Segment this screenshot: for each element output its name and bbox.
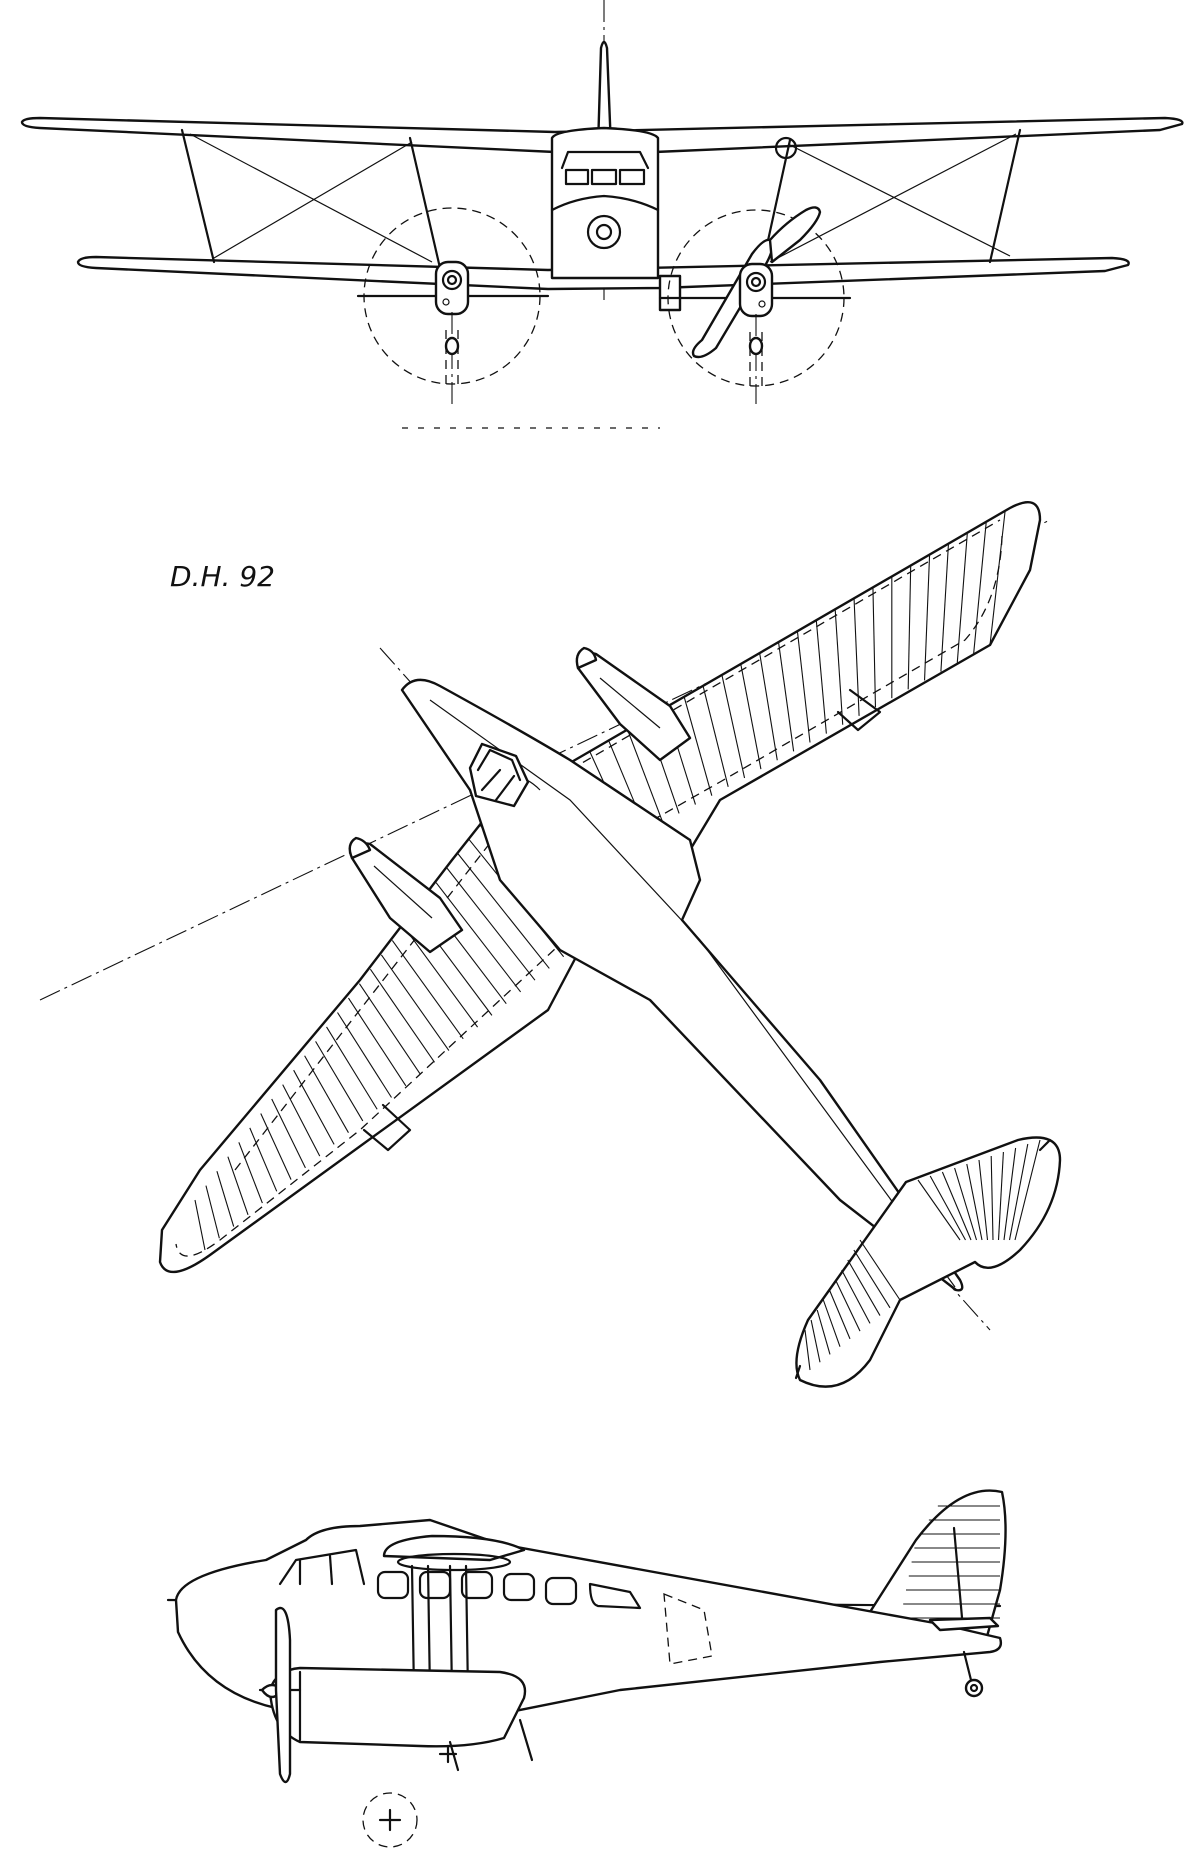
hatch-line bbox=[260, 1113, 292, 1180]
plan-view-left-nacelle bbox=[348, 836, 464, 954]
hatch-line bbox=[990, 1155, 994, 1241]
hatch-line bbox=[815, 621, 827, 734]
hatch-line bbox=[435, 882, 522, 993]
hatch-line bbox=[816, 1309, 831, 1355]
hatch-line bbox=[315, 1041, 364, 1122]
hatch-line bbox=[941, 1171, 972, 1241]
front-view-struts bbox=[180, 128, 1022, 270]
hatch-line bbox=[804, 1329, 811, 1371]
hatch-line bbox=[940, 544, 949, 672]
hatch-line bbox=[457, 853, 550, 969]
hatch-line bbox=[810, 1319, 821, 1363]
hatch-line bbox=[304, 1055, 349, 1133]
plan-view bbox=[39, 500, 1062, 1388]
hatch-line bbox=[796, 631, 811, 743]
hatch-line bbox=[358, 983, 421, 1075]
plan-view-cockpit bbox=[468, 742, 530, 808]
hatch-line bbox=[834, 610, 844, 725]
hatch-line bbox=[702, 686, 729, 787]
hatch-line bbox=[721, 675, 746, 779]
plan-view-tailplane bbox=[795, 1136, 1062, 1388]
hatch-line bbox=[835, 1279, 861, 1332]
hatch-line bbox=[973, 522, 987, 654]
hatch-line bbox=[917, 1179, 961, 1241]
hatch-line bbox=[978, 1159, 989, 1241]
aircraft-designation-label: D.H. 92 bbox=[170, 560, 275, 593]
side-view-cockpit bbox=[278, 1548, 366, 1586]
hatch-line bbox=[194, 1199, 206, 1251]
side-view-fin-ribs bbox=[900, 1505, 1000, 1619]
side-view-propeller bbox=[274, 1606, 292, 1784]
side-view-landing-gear bbox=[362, 1718, 534, 1848]
hatch-line bbox=[627, 729, 664, 823]
hatch-line bbox=[841, 1269, 871, 1324]
hatch-line bbox=[778, 642, 795, 752]
hatch-line bbox=[997, 1151, 1004, 1241]
hatch-line bbox=[326, 1026, 378, 1110]
hatch-line bbox=[402, 925, 479, 1028]
hatch-line bbox=[859, 1239, 901, 1301]
front-view bbox=[20, 0, 1184, 429]
hatch-line bbox=[271, 1098, 306, 1169]
hatch-line bbox=[929, 1175, 966, 1241]
plan-view-right-nacelle bbox=[575, 646, 692, 762]
plan-view-tail-ribs bbox=[804, 1139, 1041, 1371]
side-view-cabin-windows bbox=[376, 1570, 642, 1610]
front-view-gear-fairing bbox=[658, 274, 682, 312]
hatch-line bbox=[828, 1289, 851, 1340]
hatch-line bbox=[391, 940, 464, 1040]
hatch-line bbox=[966, 1163, 983, 1241]
hatch-line bbox=[847, 1259, 881, 1316]
hatch-line bbox=[380, 954, 450, 1051]
hatch-line bbox=[238, 1142, 263, 1204]
side-view-upper-wing bbox=[382, 1534, 526, 1562]
side-view-fin bbox=[868, 1489, 1007, 1642]
hatch-line bbox=[446, 867, 536, 981]
hatch-line bbox=[205, 1185, 220, 1239]
hatch-line bbox=[989, 511, 1006, 646]
front-view-fin bbox=[596, 40, 613, 150]
hatch-line bbox=[954, 1167, 978, 1241]
front-view-fuselage bbox=[550, 126, 660, 280]
hatch-line bbox=[923, 555, 931, 681]
hatch-line bbox=[227, 1156, 249, 1215]
side-view-tail-wheel bbox=[962, 1650, 984, 1698]
hatch-line bbox=[822, 1299, 841, 1347]
hatch-line bbox=[1014, 1139, 1041, 1241]
hatch-line bbox=[872, 588, 877, 708]
front-view-right-engine bbox=[658, 136, 852, 404]
hatch-line bbox=[740, 664, 762, 770]
plan-view-fuselage bbox=[400, 678, 964, 1292]
hatch-line bbox=[216, 1170, 235, 1227]
hatch-line bbox=[249, 1127, 278, 1192]
hatch-line bbox=[293, 1069, 335, 1145]
hatch-line bbox=[683, 697, 713, 796]
side-view bbox=[166, 1489, 1007, 1848]
side-view-nacelle bbox=[268, 1666, 527, 1748]
hatch-line bbox=[759, 653, 778, 761]
front-view-left-engine bbox=[356, 207, 550, 404]
hatch-line bbox=[956, 533, 968, 663]
hatch-line bbox=[907, 566, 912, 690]
side-view-door bbox=[663, 1593, 713, 1665]
hatch-line bbox=[282, 1084, 321, 1157]
front-view-windscreen bbox=[560, 150, 650, 186]
hatch-line bbox=[369, 968, 435, 1063]
hatch-line bbox=[1008, 1143, 1029, 1241]
hatch-line bbox=[853, 1249, 891, 1309]
hatch-line bbox=[1003, 1147, 1017, 1241]
